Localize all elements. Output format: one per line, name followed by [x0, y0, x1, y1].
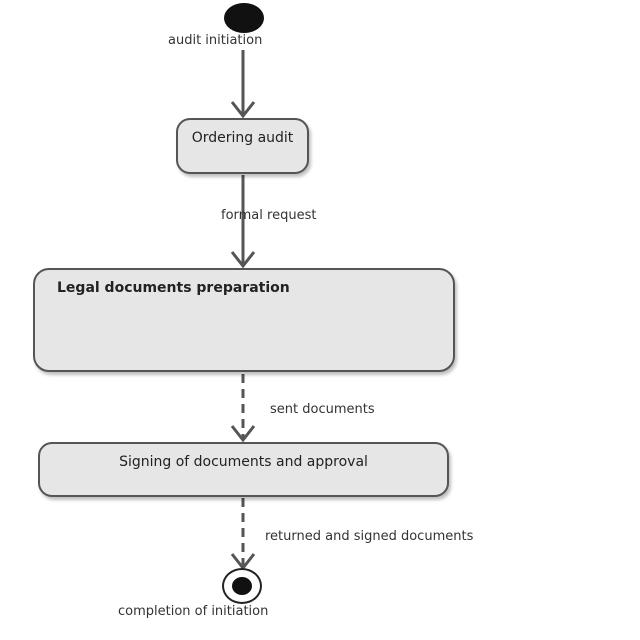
node-signing-of-documents: Signing of documents and approval [38, 442, 449, 497]
initial-node [224, 3, 264, 33]
node-legal-documents-preparation-text: Legal documents preparation [57, 280, 290, 296]
final-node-inner [232, 577, 252, 595]
edge-label-returned-signed: returned and signed documents [265, 529, 474, 544]
node-legal-documents-preparation: Legal documents preparation [33, 268, 455, 372]
edge-ordering-legal-arrowhead [230, 251, 256, 269]
node-signing-of-documents-text: Signing of documents and approval [119, 454, 368, 470]
edge-start-ordering-arrowhead [230, 101, 256, 119]
final-node [222, 568, 262, 604]
edge-legal-signing-arrowhead [230, 425, 256, 443]
node-ordering-audit: Ordering audit [176, 118, 309, 174]
edge-label-formal-request: formal request [221, 208, 317, 223]
edge-label-sent-documents: sent documents [270, 402, 375, 417]
node-ordering-audit-text: Ordering audit [191, 130, 294, 146]
start-label: audit initiation [168, 33, 263, 48]
end-label: completion of initiation [118, 604, 269, 619]
